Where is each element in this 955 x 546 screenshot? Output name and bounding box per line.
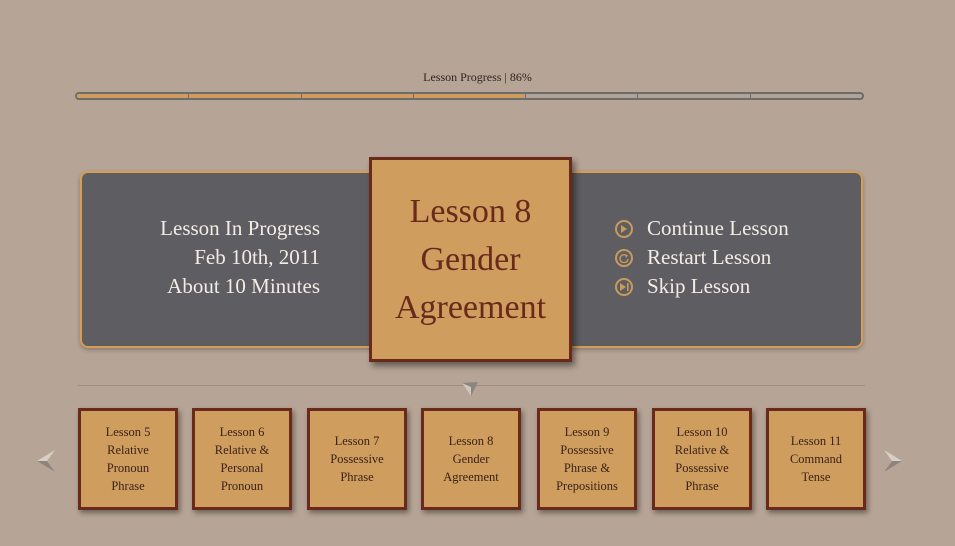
skip-lesson-button[interactable]: Skip Lesson: [615, 272, 789, 301]
progress-label: Lesson Progress | 86%: [423, 70, 532, 84]
current-lesson-pointer-icon: [462, 381, 478, 400]
lesson-card[interactable]: Lesson 9 Possessive Phrase & Preposition…: [537, 408, 637, 510]
lesson-card[interactable]: Lesson 11 Command Tense: [766, 408, 866, 510]
current-lesson-card: Lesson 8 Gender Agreement: [369, 157, 572, 362]
lesson-status: Lesson In Progress Feb 10th, 2011 About …: [120, 214, 320, 301]
current-lesson-number: Lesson 8: [409, 192, 532, 230]
restart-lesson-label: Restart Lesson: [647, 245, 772, 269]
progress-segment: [526, 94, 639, 98]
skip-lesson-label: Skip Lesson: [647, 274, 751, 298]
lesson-card-label: Lesson 5 Relative Pronoun Phrase: [105, 425, 151, 493]
lesson-actions: Continue Lesson Restart Lesson Skip Less…: [615, 214, 789, 301]
progress-segment: [77, 94, 190, 98]
lesson-card-label: Lesson 11 Command Tense: [789, 434, 843, 484]
lesson-card-label: Lesson 8 Gender Agreement: [443, 434, 499, 484]
current-lesson-title-line2: Agreement: [394, 288, 547, 326]
lesson-card[interactable]: Lesson 10 Relative & Possessive Phrase: [652, 408, 752, 510]
progress-segment: [638, 94, 751, 98]
lesson-card[interactable]: Lesson 6 Relative & Personal Pronoun: [192, 408, 292, 510]
lesson-card[interactable]: Lesson 8 Gender Agreement: [421, 408, 521, 510]
progress-bar: [75, 92, 864, 100]
restart-lesson-button[interactable]: Restart Lesson: [615, 243, 789, 272]
skip-icon: [615, 277, 633, 296]
progress-segment: [189, 94, 302, 98]
continue-lesson-button[interactable]: Continue Lesson: [615, 214, 789, 243]
restart-icon: [615, 248, 633, 267]
lesson-card[interactable]: Lesson 5 Relative Pronoun Phrase: [78, 408, 178, 510]
status-date: Feb 10th, 2011: [194, 245, 320, 269]
play-icon: [615, 219, 633, 238]
lesson-card-label: Lesson 9 Possessive Phrase & Preposition…: [556, 425, 618, 493]
status-duration: About 10 Minutes: [167, 274, 320, 298]
status-text: Lesson In Progress: [160, 216, 320, 240]
lesson-card[interactable]: Lesson 7 Possessive Phrase: [307, 408, 407, 510]
progress-segment: [302, 94, 414, 98]
scroll-left-arrow-icon[interactable]: [37, 450, 55, 476]
lesson-card-label: Lesson 7 Possessive Phrase: [330, 434, 384, 484]
scroll-right-arrow-icon[interactable]: [884, 450, 902, 476]
lesson-carousel: Lesson 5 Relative Pronoun Phrase Lesson 6…: [78, 408, 870, 513]
lesson-card-label: Lesson 10 Relative & Possessive Phrase: [674, 425, 730, 493]
continue-lesson-label: Continue Lesson: [647, 216, 789, 240]
lesson-card-label: Lesson 6 Relative & Personal Pronoun: [214, 425, 270, 493]
progress-segment: [751, 94, 862, 98]
current-lesson-title-line1: Gender: [420, 240, 521, 278]
progress-segment: [414, 94, 527, 98]
